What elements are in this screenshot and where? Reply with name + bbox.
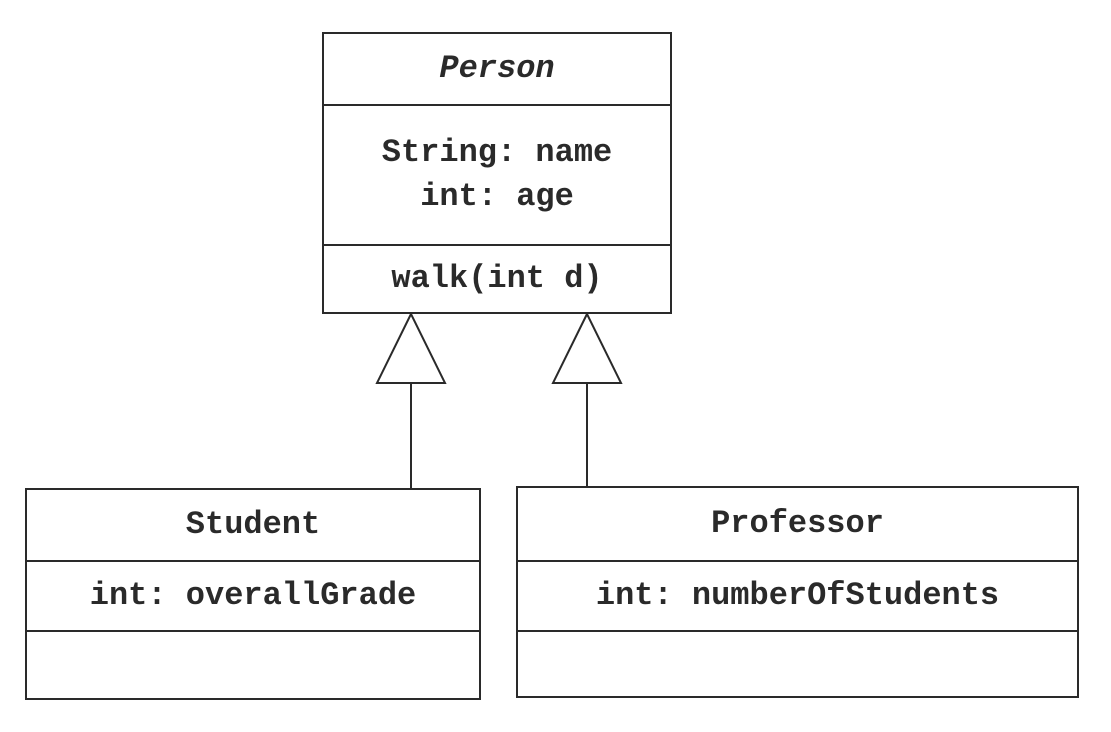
person-name-compartment: Person [324, 34, 670, 104]
student-generalization-arrow [375, 311, 447, 490]
person-method-walk: walk(int d) [391, 260, 603, 297]
student-name-compartment: Student [27, 490, 479, 560]
person-class-box: Person String: name int: age walk(int d) [322, 32, 672, 314]
person-methods-compartment: walk(int d) [324, 244, 670, 312]
professor-attribute-number-of-students: int: numberOfStudents [595, 577, 1000, 614]
person-attribute-name: String: name [381, 134, 613, 171]
student-inheritance-arrowhead [375, 311, 447, 384]
student-attribute-overall-grade: int: overallGrade [89, 577, 417, 614]
student-class-box: Student int: overallGrade [25, 488, 481, 700]
professor-generalization-arrow [551, 311, 623, 488]
person-attribute-age: int: age [420, 178, 574, 215]
student-methods-compartment [27, 630, 479, 698]
professor-class-box: Professor int: numberOfStudents [516, 486, 1079, 698]
person-attributes-compartment: String: name int: age [324, 104, 670, 244]
student-class-name: Student [185, 506, 321, 543]
professor-name-compartment: Professor [518, 488, 1077, 560]
student-attributes-compartment: int: overallGrade [27, 560, 479, 630]
professor-methods-compartment [518, 630, 1077, 696]
professor-class-name: Professor [711, 505, 884, 542]
professor-attributes-compartment: int: numberOfStudents [518, 560, 1077, 630]
professor-inheritance-arrowhead [551, 311, 623, 384]
person-class-name: Person [439, 50, 555, 87]
